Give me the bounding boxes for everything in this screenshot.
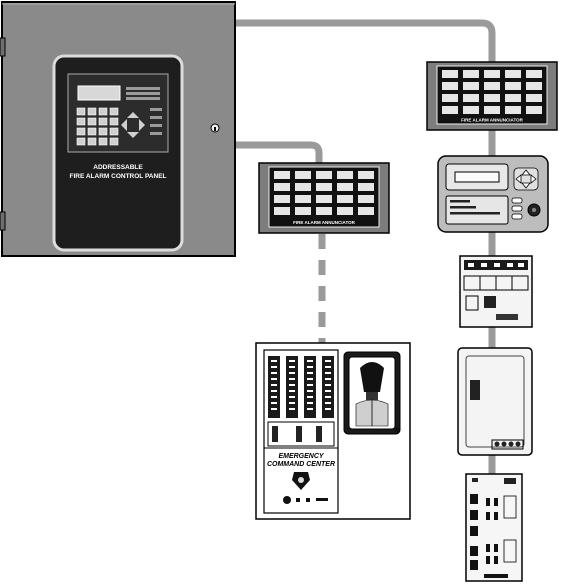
annunciator-mid-zones — [274, 171, 374, 215]
hinge-bottom — [0, 211, 6, 231]
annunciator-top-zones — [442, 70, 542, 114]
key-switch-icon-cc — [283, 496, 291, 504]
keypad-buttons — [76, 107, 119, 146]
module-chip — [484, 296, 496, 308]
terminal-screws — [494, 441, 521, 447]
circuit-board — [465, 473, 523, 582]
arrow-pad-icon — [121, 112, 145, 138]
connector-wires — [235, 19, 496, 474]
lcd-annunciator — [437, 155, 549, 233]
power-supply-enclosure — [457, 347, 533, 456]
relay-module — [459, 255, 533, 328]
annunciator-mid: FIRE ALARM ANNUNCIATOR — [258, 162, 390, 234]
indicator-columns — [268, 356, 334, 418]
panel-title-line2: FIRE ALARM CONTROL PANEL — [69, 173, 166, 180]
panel-title-line1: ADDRESSABLE — [93, 164, 143, 171]
lcd-arrow-keys-icon — [513, 167, 539, 191]
command-center-title-line1: EMERGENCY — [278, 453, 324, 460]
wire-to-mid-annunciator — [235, 141, 323, 163]
emergency-command-center: EMERGENCY COMMAND CENTER — [255, 342, 411, 520]
lcd-display — [77, 85, 121, 101]
wire-to-top-annunciator — [235, 19, 496, 62]
hinge-top — [0, 37, 6, 57]
emblem-icon — [292, 472, 310, 490]
microphone-icon — [355, 362, 389, 427]
mic-jack-icon — [394, 427, 400, 433]
annunciator-top: FIRE ALARM ANNUNCIATOR — [426, 61, 558, 131]
command-center-title-line2: COMMAND CENTER — [267, 461, 335, 468]
annunciator-top-label: FIRE ALARM ANNUNCIATOR — [461, 118, 523, 123]
annunciator-mid-label: FIRE ALARM ANNUNCIATOR — [293, 220, 355, 225]
control-cabinet: ADDRESSABLE FIRE ALARM CONTROL PANEL — [0, 1, 236, 257]
